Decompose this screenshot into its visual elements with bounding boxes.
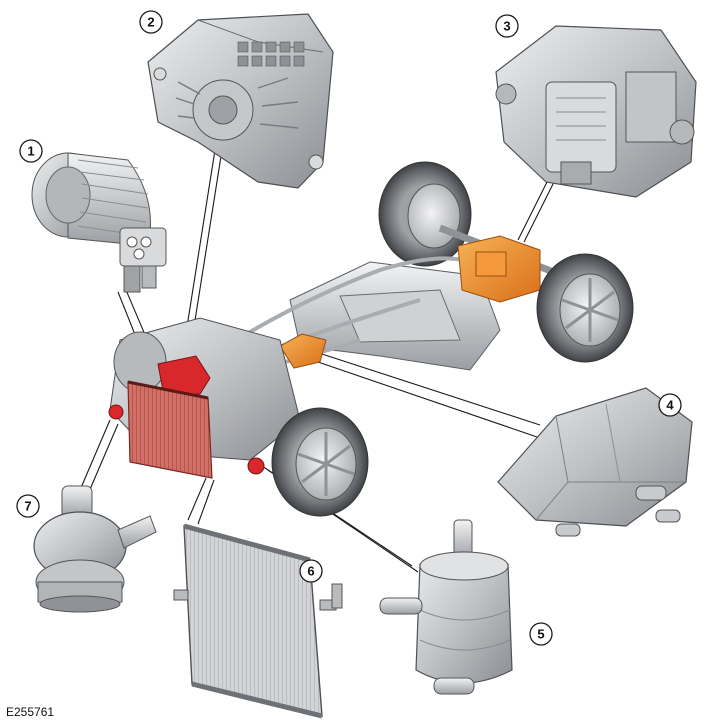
rear-right-wheel-icon	[536, 253, 634, 363]
coolant-pump-icon	[33, 485, 157, 613]
transmission-housing-icon	[147, 13, 334, 189]
callout-1: 1	[19, 139, 43, 163]
callout-7: 7	[16, 494, 40, 518]
power-electronics-highlight	[279, 333, 327, 369]
radiator-icon	[173, 523, 343, 719]
vehicle-chassis-assembly	[108, 161, 634, 517]
rear-drive-unit-icon	[495, 25, 697, 198]
callout-5-label: 5	[537, 627, 544, 642]
electric-motor-icon	[31, 152, 167, 293]
callout-2: 2	[139, 10, 163, 34]
rear-left-wheel-icon	[378, 161, 472, 267]
callout-5: 5	[529, 622, 553, 646]
callout-6-label: 6	[307, 564, 314, 579]
radiator-in-assembly	[127, 380, 213, 479]
callout-1-label: 1	[27, 144, 34, 159]
power-electronics-module-icon	[497, 387, 693, 537]
callout-6: 6	[299, 559, 323, 583]
callout-2-label: 2	[147, 15, 154, 30]
callout-3: 3	[495, 14, 519, 38]
callout-4: 4	[658, 393, 682, 417]
front-right-wheel-icon	[271, 407, 369, 517]
figure-reference-code: E255761	[6, 705, 55, 719]
callout-3-label: 3	[503, 19, 510, 34]
callout-4-label: 4	[666, 398, 674, 413]
callout-7-label: 7	[24, 499, 31, 514]
coolant-reservoir-icon	[379, 519, 513, 695]
rear-drive-unit-highlight	[457, 235, 541, 303]
